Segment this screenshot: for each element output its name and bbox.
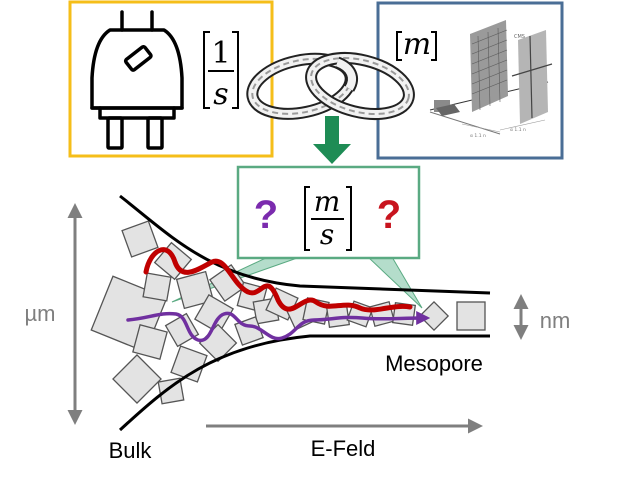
particle <box>164 312 200 348</box>
efield-label: E-Feld <box>311 436 376 461</box>
bulk-label: Bulk <box>109 438 153 463</box>
pore-wall-bottom <box>118 334 490 432</box>
down-arrow-icon <box>313 116 351 164</box>
plug-unit-fraction: 1 s <box>203 31 239 112</box>
particle <box>121 220 159 258</box>
interlocked-rings-icon <box>246 52 415 120</box>
plug-panel-frame <box>68 0 274 158</box>
plug-unit-numerator: 1 <box>211 36 230 71</box>
particle <box>175 270 215 310</box>
particle <box>142 272 172 302</box>
zoom-projection-right <box>366 256 423 309</box>
scattering-unit: m <box>396 27 437 62</box>
particle <box>132 324 168 360</box>
question-mark-left: ? <box>254 193 278 237</box>
detector-label: CMS <box>514 34 525 40</box>
particle <box>157 377 185 405</box>
question-panel-frame <box>236 165 421 260</box>
question-unit-denominator: s <box>320 218 334 251</box>
particle <box>456 301 486 331</box>
plug-panel: 1 s <box>68 0 274 158</box>
question-panel: ? m s ? <box>236 165 421 260</box>
red-transport-path <box>143 247 413 313</box>
question-unit-numerator: m <box>314 185 341 218</box>
pore-channel <box>90 194 491 432</box>
particle <box>170 345 208 383</box>
purple-transport-path <box>126 311 431 342</box>
mesopore-label: Mesopore <box>385 351 483 376</box>
scale-annotations: µm nm Mesopore Bulk E-Feld <box>24 203 571 463</box>
right-bracket <box>232 31 239 109</box>
setup-distance-label-2: α 1.1 n <box>510 127 526 133</box>
scattering-unit-label: m <box>403 27 431 62</box>
particle <box>193 293 235 335</box>
detector-screen-2 <box>518 30 548 124</box>
nanometer-label: nm <box>540 308 571 333</box>
micrometer-label: µm <box>24 301 55 326</box>
question-mark-right: ? <box>377 193 401 237</box>
setup-distance-label-1: α 1.1 n <box>470 133 486 139</box>
particle <box>112 354 162 404</box>
left-bracket <box>203 31 210 109</box>
scattering-setup-illustration: CMS α 1.1 n α 1.1 n <box>429 20 553 139</box>
particle <box>418 300 450 332</box>
plug-unit-denominator: s <box>213 77 228 112</box>
electrical-plug-icon <box>90 10 184 150</box>
scattering-panel: m CMS <box>376 1 564 160</box>
pore-wall-top <box>119 194 491 295</box>
